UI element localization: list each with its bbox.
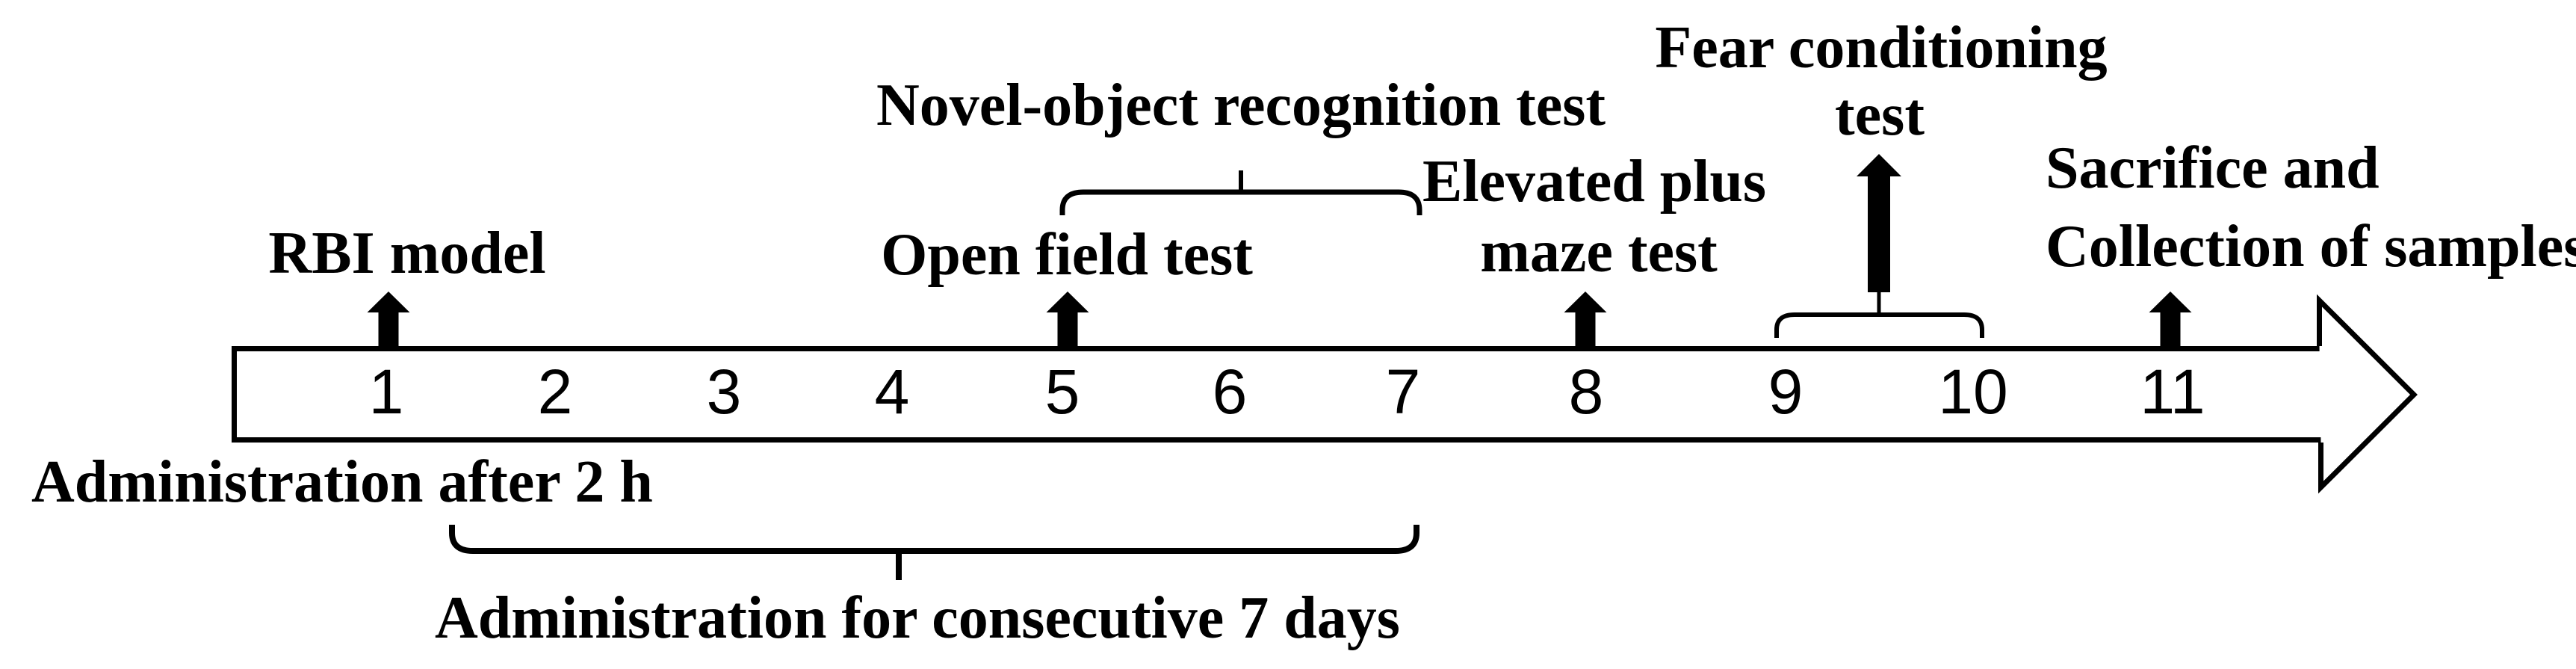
day-label: 8 — [1569, 357, 1604, 427]
up-arrow-icon-day1 — [367, 292, 410, 347]
bracket-days-1-7 — [449, 525, 1419, 554]
label-sacrifice-line2: Collection of samples — [2046, 214, 2576, 280]
label-novel-object-test: Novel-object recognition test — [876, 73, 1606, 138]
label-sacrifice-collection: Sacrifice and Collection of samples — [2046, 135, 2576, 280]
day-label: 3 — [707, 357, 742, 427]
timeline-arrowhead-icon — [2317, 294, 2418, 494]
label-elevated-plus-line1: Elevated plus — [1422, 149, 1766, 215]
day-label: 10 — [1938, 357, 2007, 427]
label-rbi-model: RBI model — [268, 221, 545, 286]
bracket-days-9-10 — [1774, 312, 1984, 338]
bracket-days-5-7 — [1059, 189, 1422, 215]
label-fear-line1: Fear conditioning — [1655, 15, 2107, 81]
day-label: 6 — [1213, 357, 1248, 427]
day-labels: 1 2 3 4 5 6 7 8 9 10 11 — [369, 357, 2205, 427]
label-sacrifice-line1: Sacrifice and — [2046, 135, 2380, 201]
label-elevated-plus-line2: maze test — [1480, 219, 1718, 285]
novel-object-bracket-group — [1059, 170, 1422, 215]
label-fear-conditioning: Fear conditioning test — [1655, 15, 2107, 148]
timeline-bar — [232, 346, 2322, 443]
label-administration-7days: Administration for consecutive 7 days — [435, 585, 1400, 651]
day-label: 9 — [1768, 357, 1803, 427]
up-arrow-icon-day11 — [2149, 292, 2192, 347]
up-arrow-icon-day5 — [1046, 292, 1089, 347]
day-label: 5 — [1045, 357, 1080, 427]
fear-conditioning-marker — [1774, 154, 1984, 338]
label-open-field-test: Open field test — [881, 222, 1253, 288]
day-label: 11 — [2140, 357, 2205, 427]
day-label: 2 — [538, 357, 573, 427]
day-label: 1 — [369, 357, 404, 427]
event-markers — [367, 292, 2192, 347]
label-elevated-plus-maze: Elevated plus maze test — [1422, 149, 1766, 285]
administration-bracket-group — [449, 525, 1419, 580]
label-fear-line2: test — [1835, 82, 1925, 148]
label-administration-2h: Administration after 2 h — [31, 449, 653, 515]
day-label: 7 — [1386, 357, 1421, 427]
day-label: 4 — [875, 357, 910, 427]
up-arrow-icon-day8 — [1564, 292, 1607, 347]
up-arrow-icon-fear — [1857, 154, 1901, 292]
